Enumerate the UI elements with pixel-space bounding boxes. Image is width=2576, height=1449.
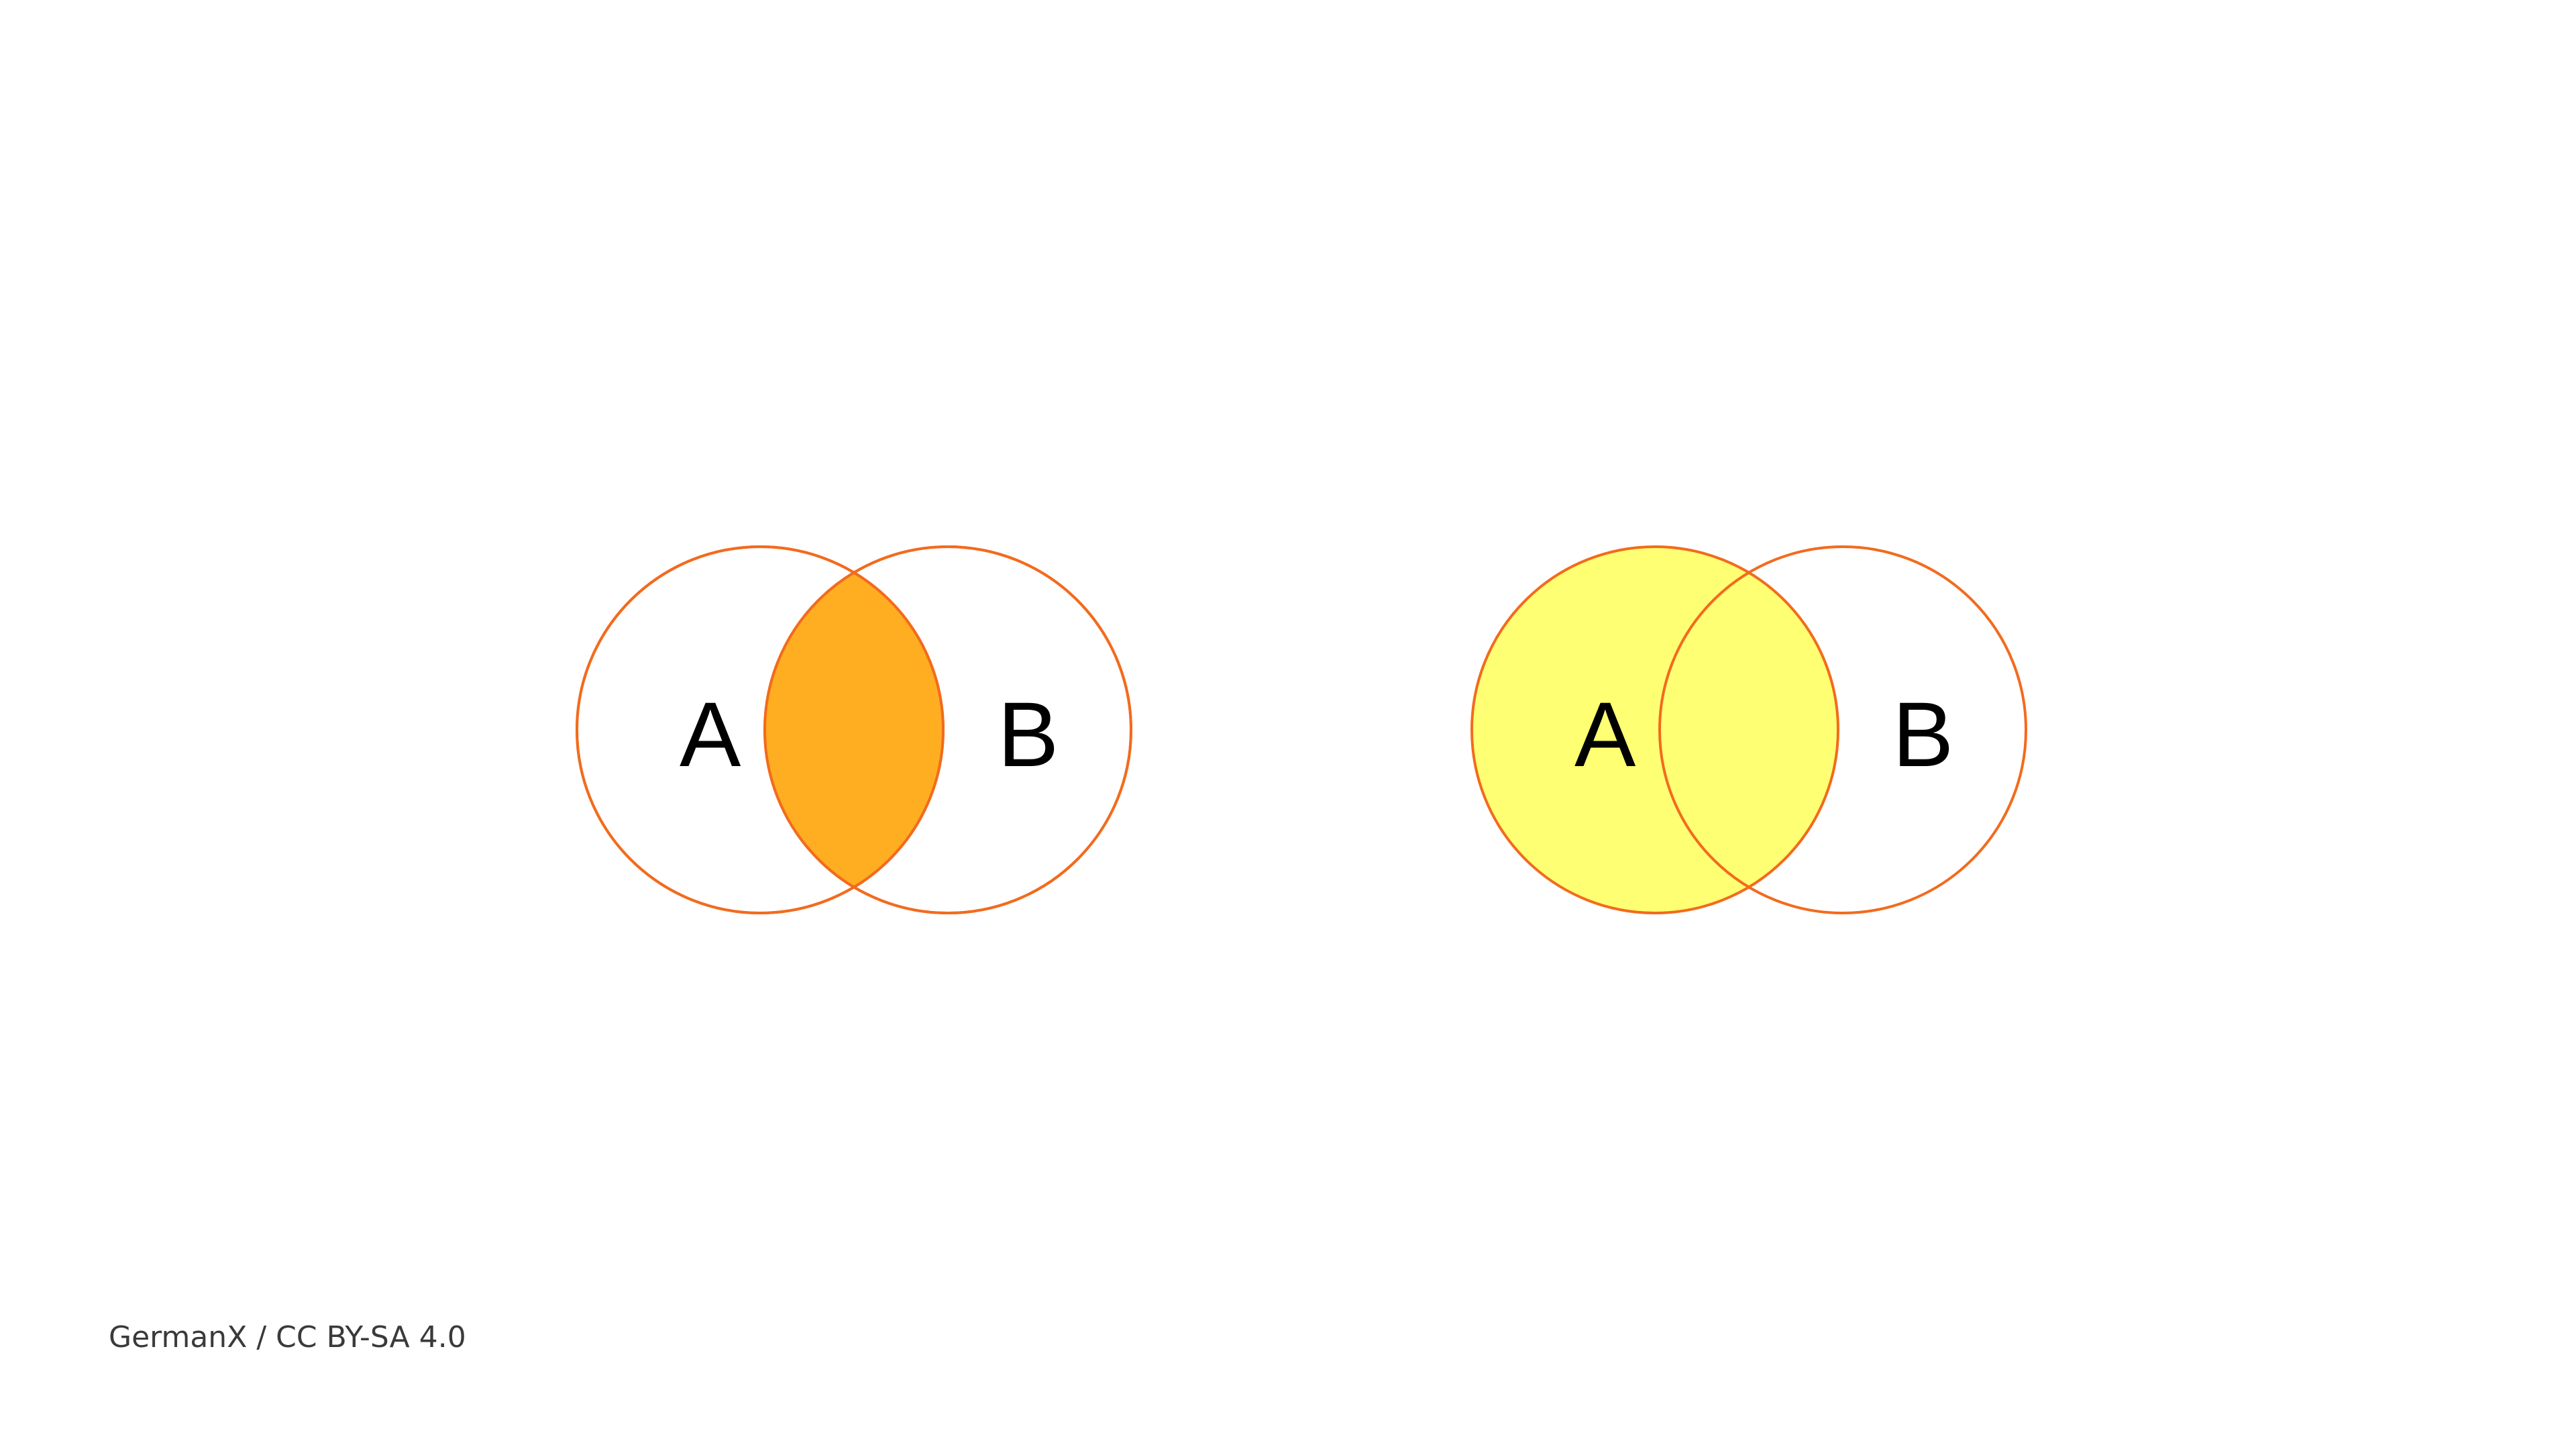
attribution-credit: GermanX / CC BY-SA 4.0 [109,1320,466,1354]
intersection-region [765,547,943,913]
set-b-outline [763,545,1132,914]
set-a-label: A [1574,684,1636,786]
set-b-label: B [998,684,1059,786]
set-b-outline [1658,545,2027,914]
set-a-region [1472,547,1838,913]
set-b-label: B [1892,684,1953,786]
set-a-outline [1470,545,1839,914]
venn-diagram-set-a: A B [1470,545,2027,914]
set-a-outline [576,545,945,914]
venn-diagram-intersection: A B [576,545,1132,914]
set-a-label: A [680,684,741,786]
